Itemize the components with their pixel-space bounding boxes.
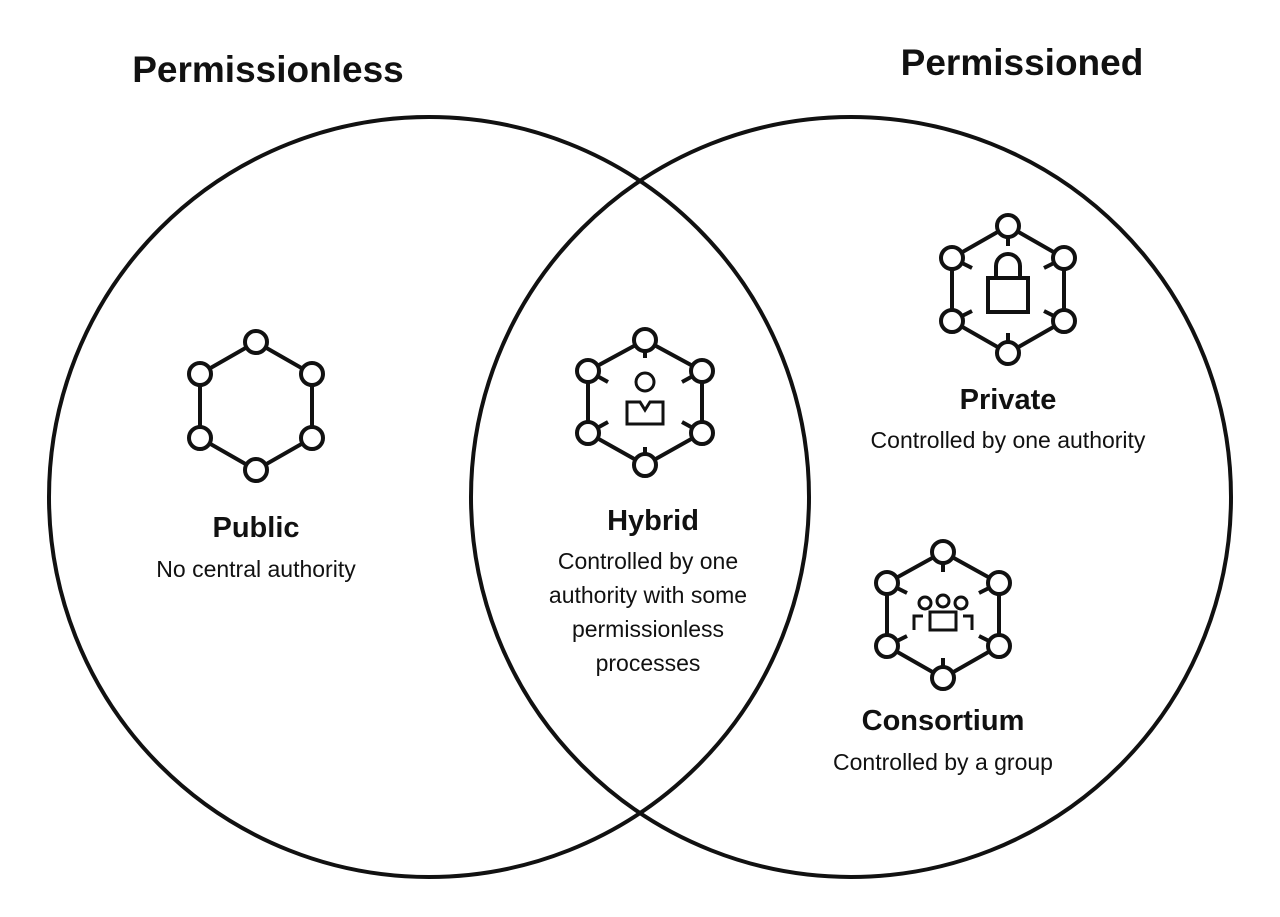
permissionless-heading: Permissionless	[132, 49, 404, 90]
public-description: No central authority	[156, 556, 356, 582]
permissioned-heading: Permissioned	[900, 42, 1144, 83]
hybrid-network-icon	[575, 327, 715, 478]
hybrid-label: Hybrid	[607, 505, 699, 537]
public-label: Public	[212, 512, 300, 544]
consortium-network-icon	[874, 539, 1012, 691]
hybrid-description-line: processes	[595, 650, 701, 676]
hybrid-description-line: Controlled by one	[557, 548, 739, 574]
consortium-description: Controlled by a group	[833, 749, 1053, 775]
public-network-icon	[187, 329, 325, 483]
hybrid-description-line: authority with some	[548, 582, 748, 608]
hybrid-description-line: permissionless	[571, 616, 725, 642]
private-description: Controlled by one authority	[870, 427, 1146, 453]
hybrid-description: Controlled by one authority with some pe…	[508, 544, 788, 680]
permissionless-circle	[47, 115, 811, 879]
permissioned-circle	[469, 115, 1233, 879]
consortium-label: Consortium	[861, 705, 1025, 737]
private-label: Private	[959, 384, 1057, 416]
private-network-icon	[939, 213, 1077, 366]
